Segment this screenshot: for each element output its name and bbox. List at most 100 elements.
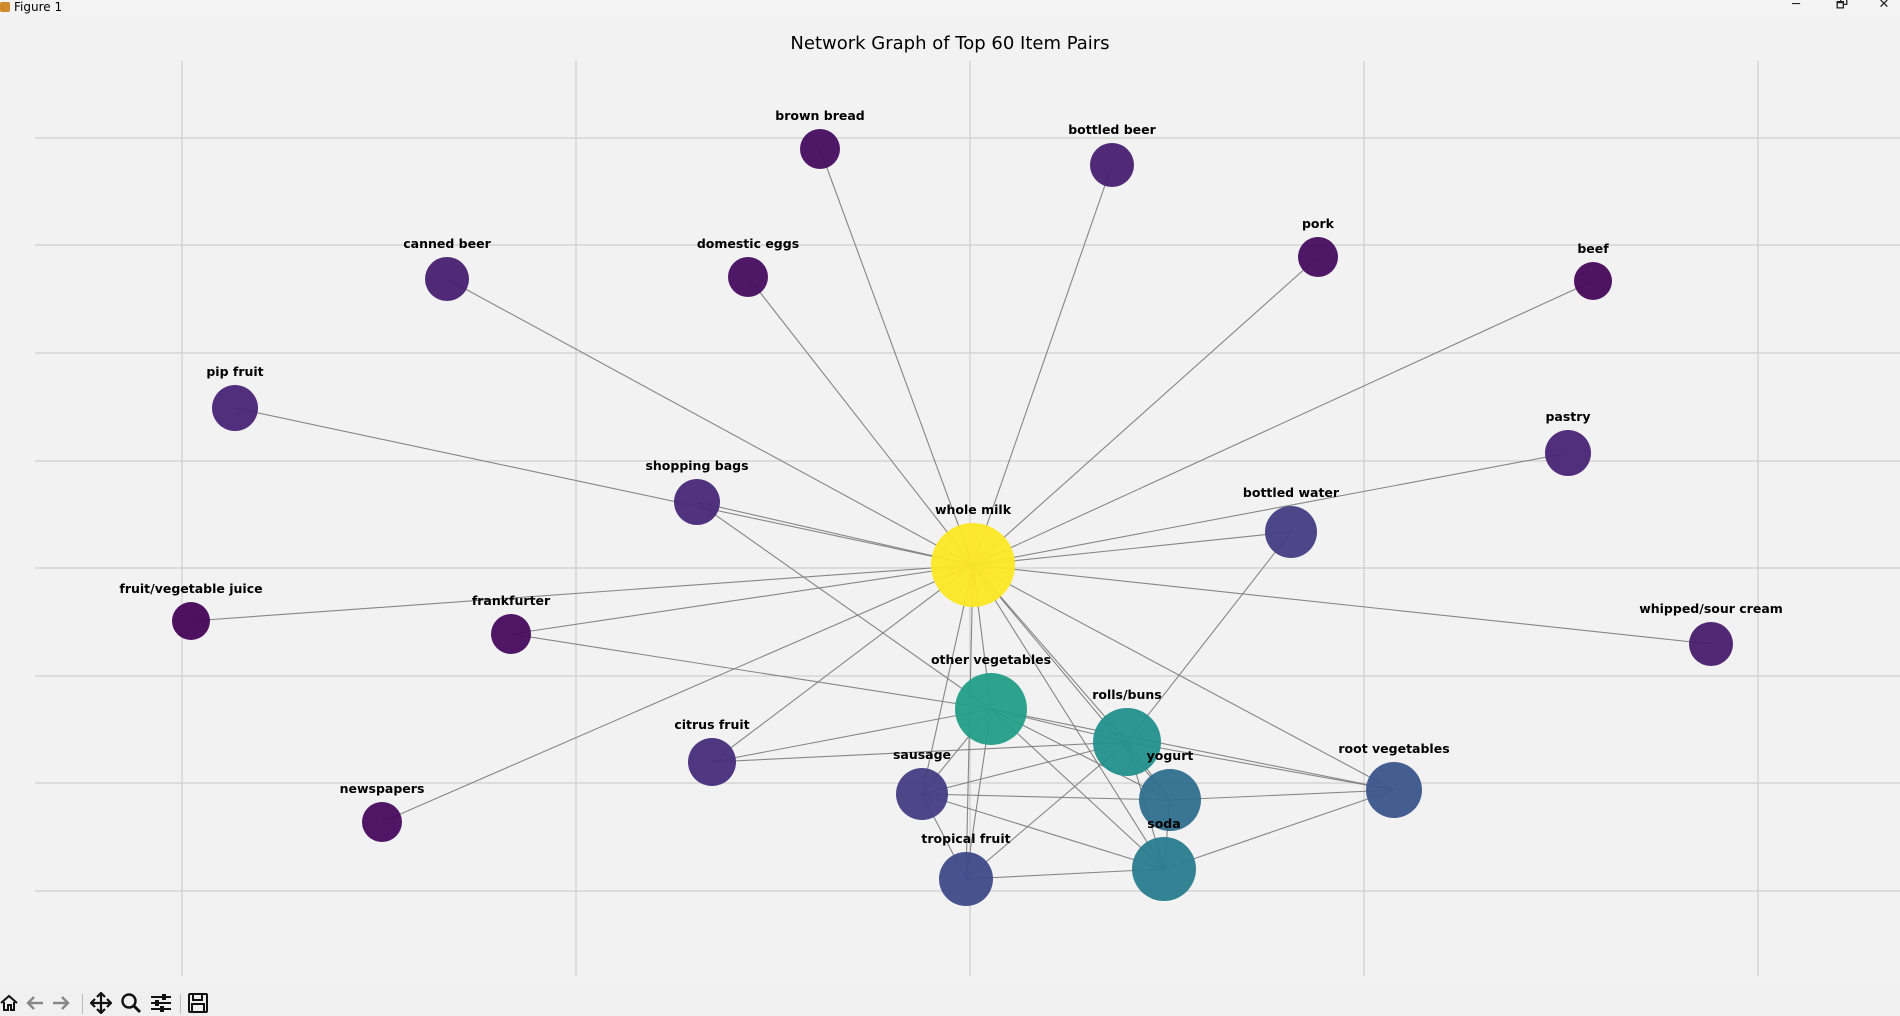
window-title: Figure 1 [14,0,63,14]
node-label-pip-fruit: pip fruit [206,364,263,379]
edge-whole-milk-pip-fruit [234,407,974,566]
node-label-canned-beer: canned beer [403,236,491,251]
edge-whole-milk-beef [972,280,1594,566]
home-button[interactable] [0,990,22,1016]
node-tropical-fruit [939,852,993,906]
pan-move-icon [90,992,112,1014]
edge-other-vegetables-shopping-bags [696,501,992,710]
edge-soda-tropical-fruit [965,868,1165,880]
edge-whole-milk-brown-bread [819,148,974,566]
edge-soda-sausage [921,793,1165,870]
toolbar-separator [180,994,181,1014]
node-bottled-water [1265,506,1317,558]
node-label-pork: pork [1302,216,1335,231]
node-label-bottled-beer: bottled beer [1068,122,1156,137]
forward-button[interactable] [48,990,74,1016]
forward-arrow-icon [53,996,70,1010]
zoom-button[interactable] [118,990,144,1016]
edge-whole-milk-bottled-water [972,531,1292,566]
edge-yogurt-root-vegetables [1169,789,1395,801]
edge-whole-milk-bottled-beer [972,164,1113,566]
minimize-button[interactable]: ─ [1792,0,1800,12]
node-label-shopping-bags: shopping bags [645,458,748,473]
node-pork [1298,237,1338,277]
edge-whole-milk-pork [972,256,1319,566]
node-label-brown-bread: brown bread [775,108,864,123]
node-newspapers [362,802,402,842]
save-floppy-icon [188,993,208,1013]
node-soda [1132,837,1196,901]
node-root-vegetables [1366,762,1422,818]
node-shopping-bags [674,479,720,525]
node-label-beef: beef [1577,241,1609,256]
edge-whole-milk-canned-beer [446,278,974,566]
edge-whole-milk-soda [972,564,1165,870]
toolbar-separator [82,994,83,1014]
app-icon [0,2,10,12]
node-whole-milk [931,523,1015,607]
window-titlebar: Figure 1 ─ 🗗 ✕ [0,0,1900,16]
edge-whole-milk-citrus-fruit [711,564,974,763]
node-label-yogurt: yogurt [1147,748,1194,763]
node-pastry [1545,430,1591,476]
edge-other-vegetables-citrus-fruit [711,708,992,763]
edge-rolls-buns-root-vegetables [1126,741,1395,791]
node-label-bottled-water: bottled water [1243,485,1340,500]
node-label-fruit-vegetable-juice: fruit/vegetable juice [119,581,262,596]
pan-button[interactable] [88,990,114,1016]
node-bottled-beer [1090,143,1134,187]
edge-whole-milk-shopping-bags [696,501,974,566]
node-yogurt [1139,769,1201,831]
node-label-pastry: pastry [1545,409,1590,424]
node-domestic-eggs [728,257,768,297]
home-icon [0,994,18,1011]
edge-whole-milk-pastry [972,452,1569,566]
edge-other-vegetables-frankfurter [510,633,992,710]
node-label-other-vegetables: other vegetables [931,652,1051,667]
node-citrus-fruit [688,738,736,786]
edge-other-vegetables-root-vegetables [990,708,1395,791]
node-canned-beer [425,257,469,301]
node-rolls-buns [1093,708,1161,776]
edges [190,148,1712,880]
edge-rolls-buns-bottled-water [1126,531,1292,743]
configure-subplots-button[interactable] [148,990,174,1016]
back-arrow-icon [26,996,43,1010]
save-button[interactable] [185,990,211,1016]
edge-whole-milk-root-vegetables [972,564,1395,791]
edge-whole-milk-frankfurter [510,564,974,635]
edge-rolls-buns-citrus-fruit [711,741,1128,763]
edge-rolls-buns-tropical-fruit [965,741,1128,880]
node-pip-fruit [212,385,258,431]
node-label-newspapers: newspapers [340,781,425,796]
close-button[interactable]: ✕ [1878,0,1890,12]
node-label-whipped-sour-cream: whipped/sour cream [1639,601,1783,616]
node-label-root-vegetables: root vegetables [1338,741,1449,756]
node-sausage [896,768,948,820]
chart-title: Network Graph of Top 60 Item Pairs [790,33,1109,54]
node-whipped-sour-cream [1689,622,1733,666]
edge-rolls-buns-sausage [921,741,1128,795]
edge-whole-milk-whipped-sour-cream [972,564,1712,645]
maximize-button[interactable]: 🗗 [1835,0,1849,12]
node-other-vegetables [955,673,1027,745]
node-beef [1574,262,1612,300]
edge-whole-milk-fruit-vegetable-juice [190,564,974,622]
node-frankfurter [491,614,531,654]
edge-yogurt-sausage [921,793,1171,801]
node-label-domestic-eggs: domestic eggs [697,236,799,251]
back-button[interactable] [22,990,48,1016]
configure-subplots-icon [151,994,171,1012]
node-label-citrus-fruit: citrus fruit [674,717,749,732]
nodes [172,129,1733,906]
node-brown-bread [800,129,840,169]
node-label-whole-milk: whole milk [935,502,1012,517]
edge-other-vegetables-soda [990,708,1165,870]
node-fruit-vegetable-juice [172,602,210,640]
navigation-toolbar [0,990,1900,1016]
node-label-sausage: sausage [893,747,951,762]
zoom-magnifier-icon [121,993,142,1014]
